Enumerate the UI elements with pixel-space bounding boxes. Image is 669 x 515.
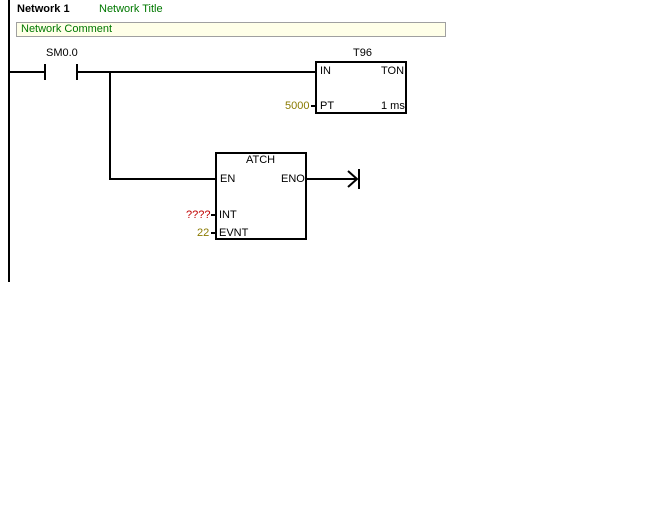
atch-eno-label: ENO	[281, 173, 305, 185]
timer-pt-label: PT	[320, 100, 335, 112]
atch-name: ATCH	[246, 154, 276, 166]
timer-type: TON	[381, 65, 405, 77]
atch-en-label: EN	[220, 173, 236, 185]
atch-int-label: INT	[219, 209, 237, 221]
contact-address: SM0.0	[46, 47, 78, 59]
atch-evnt-label: EVNT	[219, 227, 249, 239]
atch-evnt-value[interactable]: 22	[197, 227, 210, 239]
power-rail	[8, 0, 10, 282]
network-label: Network 1	[17, 3, 70, 15]
timer-name: T96	[353, 47, 372, 59]
timer-pt-value[interactable]: 5000	[285, 100, 310, 112]
timer-resolution: 1 ms	[381, 100, 405, 112]
timer-box[interactable]	[315, 61, 407, 114]
network-title[interactable]: Network Title	[99, 3, 163, 15]
eno-arrow-icon	[347, 170, 359, 188]
network-comment-box[interactable]: Network Comment	[16, 22, 446, 37]
timer-in-label: IN	[320, 65, 331, 77]
contact-sm0-0[interactable]	[44, 64, 78, 80]
atch-box[interactable]	[215, 152, 307, 240]
atch-int-value[interactable]: ????	[186, 209, 211, 221]
network-comment: Network Comment	[21, 23, 113, 35]
